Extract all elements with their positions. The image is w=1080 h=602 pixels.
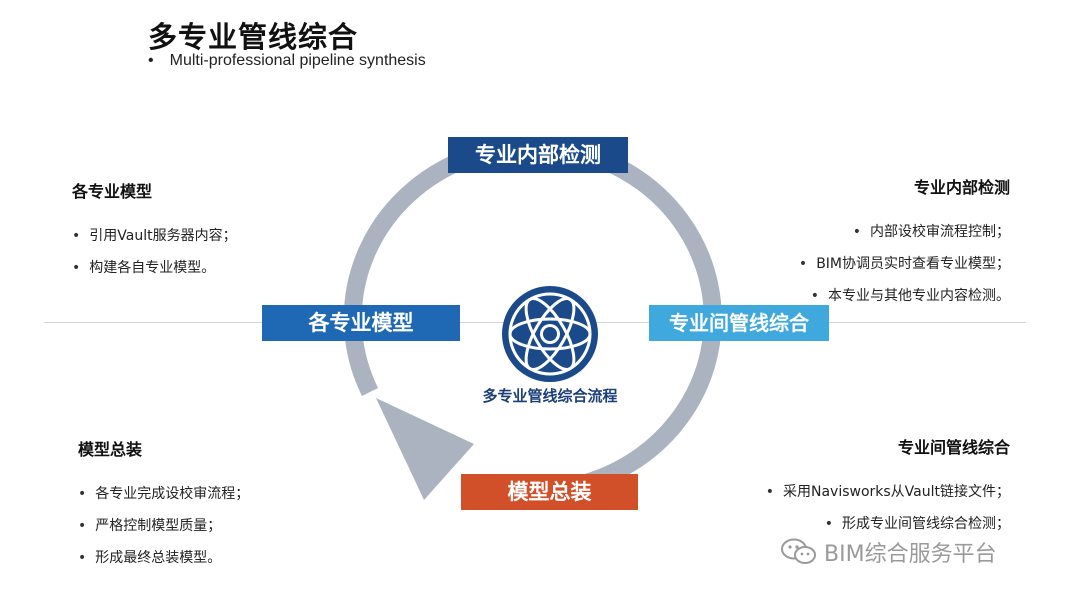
block-heading: 专业内部检测 (913, 178, 1010, 197)
list-item: 内部设校审流程控制； (799, 216, 1010, 248)
list-item: 本专业与其他专业内容检测。 (799, 280, 1010, 312)
list-item: 形成专业间管线综合检测； (766, 508, 1010, 540)
subtitle-text: Multi-professional pipeline synthesis (169, 52, 426, 69)
page-subtitle: • Multi-professional pipeline synthesis (148, 52, 426, 70)
block-heading: 专业间管线综合 (897, 438, 1010, 457)
cycle-arrowhead (376, 398, 474, 500)
bullet: • (148, 52, 154, 69)
bullet-list: 内部设校审流程控制； BIM协调员实时查看专业模型； 本专业与其他专业内容检测。 (799, 216, 1010, 312)
center-label: 多专业管线综合流程 (482, 387, 618, 405)
block-discipline-models: 各专业模型 引用Vault服务器内容； 构建各自专业模型。 (72, 178, 237, 284)
watermark: BIM综合服务平台 (780, 536, 997, 568)
list-item: 引用Vault服务器内容； (72, 220, 236, 252)
block-heading: 模型总装 (78, 440, 143, 459)
list-item: BIM协调员实时查看专业模型； (799, 248, 1010, 280)
block-heading: 各专业模型 (72, 182, 153, 201)
block-inter-discipline-synthesis: 专业间管线综合 采用Navisworks从Vault链接文件； 形成专业间管线综… (766, 434, 1010, 540)
stage-model-assembly: 模型总装 (461, 474, 638, 510)
bullet-list: 采用Navisworks从Vault链接文件； 形成专业间管线综合检测； (766, 476, 1010, 540)
block-internal-check: 专业内部检测 内部设校审流程控制； BIM协调员实时查看专业模型； 本专业与其他… (799, 174, 1010, 312)
block-model-assembly: 模型总装 各专业完成设校审流程； 严格控制模型质量； 形成最终总装模型。 (78, 436, 249, 574)
list-item: 构建各自专业模型。 (72, 252, 237, 284)
watermark-text: BIM综合服务平台 (824, 542, 997, 567)
page-title: 多专业管线综合 (148, 20, 359, 54)
stage-internal-check: 专业内部检测 (448, 137, 628, 173)
stage-discipline-models: 各专业模型 (262, 305, 460, 341)
bullet-list: 各专业完成设校审流程； 严格控制模型质量； 形成最终总装模型。 (78, 478, 249, 574)
wechat-icon (781, 538, 816, 564)
list-item: 各专业完成设校审流程； (78, 478, 249, 510)
atom-emblem-icon (502, 286, 598, 382)
list-item: 采用Navisworks从Vault链接文件； (766, 476, 1010, 508)
list-item: 形成最终总装模型。 (78, 542, 249, 574)
bullet-list: 引用Vault服务器内容； 构建各自专业模型。 (72, 220, 237, 284)
list-item: 严格控制模型质量； (78, 510, 249, 542)
stage-inter-discipline-synthesis: 专业间管线综合 (649, 305, 829, 341)
